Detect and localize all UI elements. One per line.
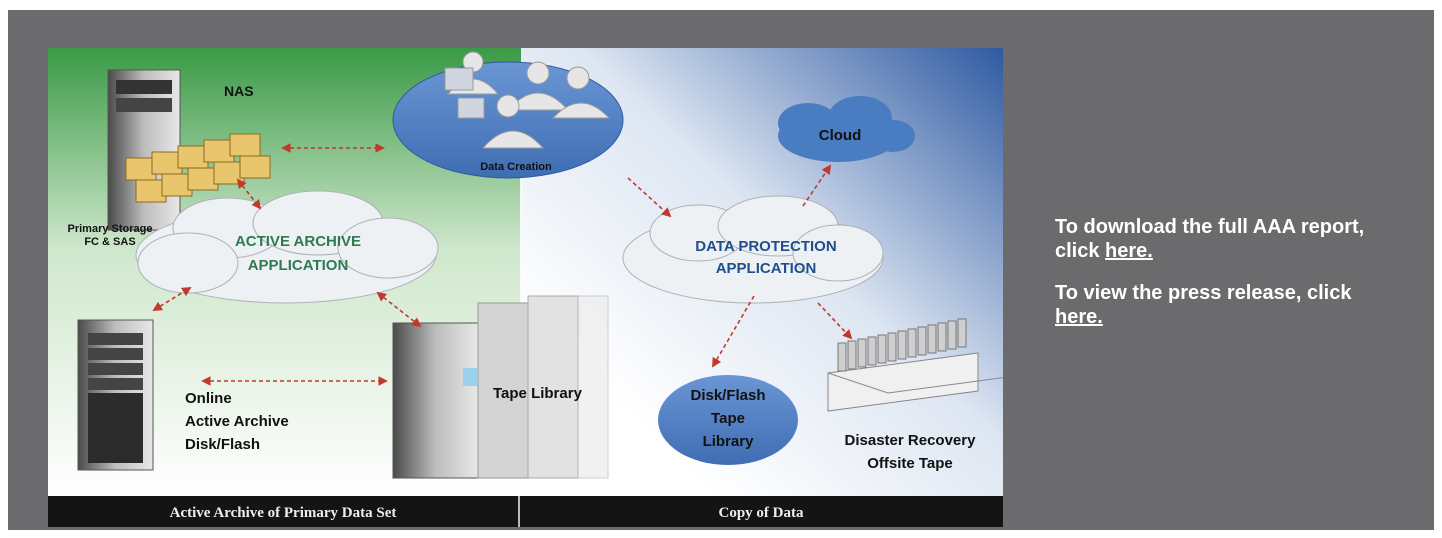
download-report-link[interactable]: here. xyxy=(1105,240,1153,262)
footer-bar xyxy=(48,496,1003,527)
active-archive-app-label-2: APPLICATION xyxy=(248,257,349,274)
active-archive-diagram: NAS Data Creation Cloud Primary Storage … xyxy=(48,48,1003,527)
disk-flash-tape-ellipse xyxy=(658,375,798,465)
primary-storage-label: Primary Storage xyxy=(68,223,153,235)
fc-sas-label: FC & SAS xyxy=(84,236,135,248)
online-label-2: Active Archive xyxy=(185,413,289,430)
footer-right-label: Copy of Data xyxy=(719,505,804,521)
primary-storage-server-icon xyxy=(107,69,271,231)
library-label: Library xyxy=(703,433,755,450)
online-label-1: Online xyxy=(185,390,232,407)
data-protection-app-label-2: APPLICATION xyxy=(716,260,817,277)
footer-left-label: Active Archive of Primary Data Set xyxy=(170,505,397,521)
cloud-label: Cloud xyxy=(819,127,862,144)
press-paragraph: To view the press release, click here. xyxy=(1055,281,1385,329)
data-protection-cloud xyxy=(622,195,884,304)
flow-arrows xyxy=(152,143,853,386)
nas-label: NAS xyxy=(224,83,254,99)
content-frame: NAS Data Creation Cloud Primary Storage … xyxy=(8,10,1434,530)
data-protection-app-label-1: DATA PROTECTION xyxy=(695,238,836,255)
tape-label: Tape xyxy=(711,410,745,427)
online-label-3: Disk/Flash xyxy=(185,436,260,453)
active-archive-cloud xyxy=(135,190,439,304)
users-icon xyxy=(444,51,611,149)
press-release-link[interactable]: here. xyxy=(1055,306,1103,328)
download-text: To download the full AAA report, click xyxy=(1055,216,1365,262)
offsite-tape-icon xyxy=(827,318,1003,412)
active-archive-app-label-1: ACTIVE ARCHIVE xyxy=(235,233,361,250)
press-text: To view the press release, click xyxy=(1055,282,1352,304)
tape-library-label: Tape Library xyxy=(493,385,583,402)
disaster-recovery-label: Disaster Recovery xyxy=(845,432,977,449)
data-creation-label: Data Creation xyxy=(480,161,552,173)
side-panel: To download the full AAA report, click h… xyxy=(1055,215,1385,347)
offsite-tape-label: Offsite Tape xyxy=(867,455,953,472)
tape-library-icon xyxy=(392,295,609,479)
download-paragraph: To download the full AAA report, click h… xyxy=(1055,215,1385,263)
disk-flash-label: Disk/Flash xyxy=(690,387,765,404)
online-archive-server-icon xyxy=(77,319,154,471)
cloud-shape xyxy=(778,96,915,162)
